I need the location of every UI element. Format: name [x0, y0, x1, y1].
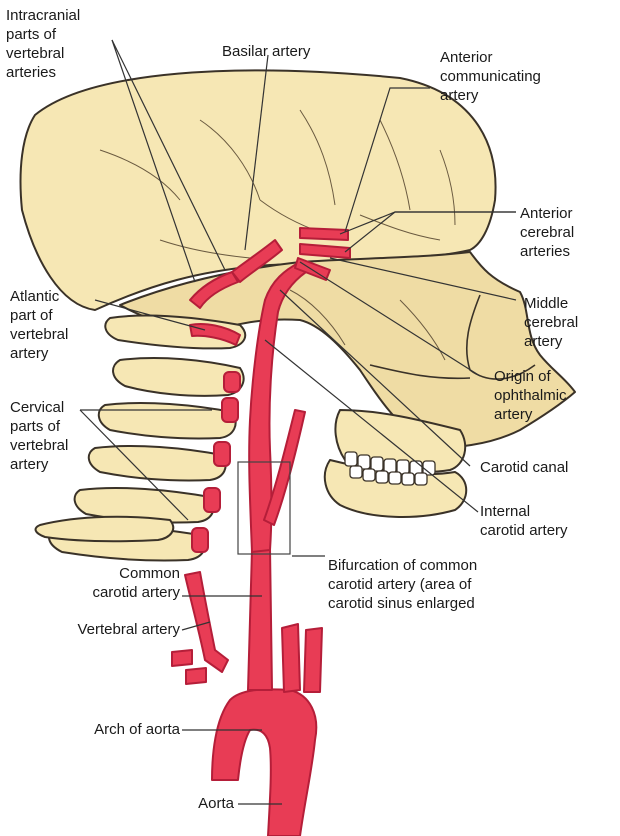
subclavian-stub-left — [281, 623, 301, 693]
vertebral-segment-3 — [213, 441, 231, 467]
vertebra-c7 — [34, 515, 175, 543]
teeth — [344, 451, 436, 486]
subclavian-stub-right — [303, 627, 323, 693]
label-arch-aorta: Arch of aorta — [94, 721, 180, 738]
arteries — [171, 227, 351, 836]
label-anterior-communicating: Anterior communicating artery — [440, 49, 541, 104]
label-carotid-canal: Carotid canal — [480, 459, 569, 476]
aorta — [211, 688, 318, 836]
vertebra-c3 — [97, 402, 237, 440]
bone-hatching — [99, 109, 456, 361]
vertebral-segment-5 — [223, 371, 241, 393]
external-carotid — [263, 409, 306, 526]
vertebral-artery-lower — [184, 571, 229, 673]
vertebra-c2 — [112, 357, 245, 397]
vertebral-branch-stub — [171, 649, 193, 667]
label-ophthalmic: Origin of ophthalmic artery — [494, 368, 567, 423]
label-vertebral: Vertebral artery — [77, 621, 180, 638]
vertebral-branch-stub-2 — [185, 667, 207, 685]
label-bifurcation: Bifurcation of common carotid artery (ar… — [328, 557, 478, 612]
anterior-cerebral-2 — [299, 243, 351, 259]
label-intracranial: Intracranial parts of vertebral arteries — [6, 7, 81, 81]
label-atlantic: Atlantic part of vertebral artery — [10, 288, 69, 362]
bifurcation-box — [237, 461, 291, 555]
label-aorta: Aorta — [198, 795, 234, 812]
common-carotid — [247, 547, 273, 691]
vertebra-c5 — [73, 487, 215, 524]
label-cervical: Cervical parts of vertebral artery — [10, 399, 69, 473]
leader-lines — [79, 39, 517, 805]
label-internal-carotid: Internal carotid artery — [480, 503, 568, 539]
cervical-vertebrae — [34, 314, 247, 562]
anterior-cerebral-1 — [299, 227, 349, 241]
intracranial-vertebral — [189, 271, 239, 309]
vertebra-c4 — [87, 445, 227, 482]
zygomatic-arch — [369, 364, 471, 380]
label-anterior-cerebral: Anterior cerebral arteries — [520, 205, 575, 260]
label-basilar: Basilar artery — [222, 43, 311, 60]
vertebral-segment-4 — [221, 397, 239, 423]
label-common-carotid: Common carotid artery — [92, 565, 180, 601]
skull-base — [119, 251, 576, 448]
basilar-artery — [231, 239, 283, 283]
label-middle-cerebral: Middle cerebral artery — [524, 295, 579, 350]
vertebral-segment-1 — [191, 527, 209, 553]
middle-cerebral — [294, 257, 331, 281]
vertebral-segment-2 — [203, 487, 221, 513]
